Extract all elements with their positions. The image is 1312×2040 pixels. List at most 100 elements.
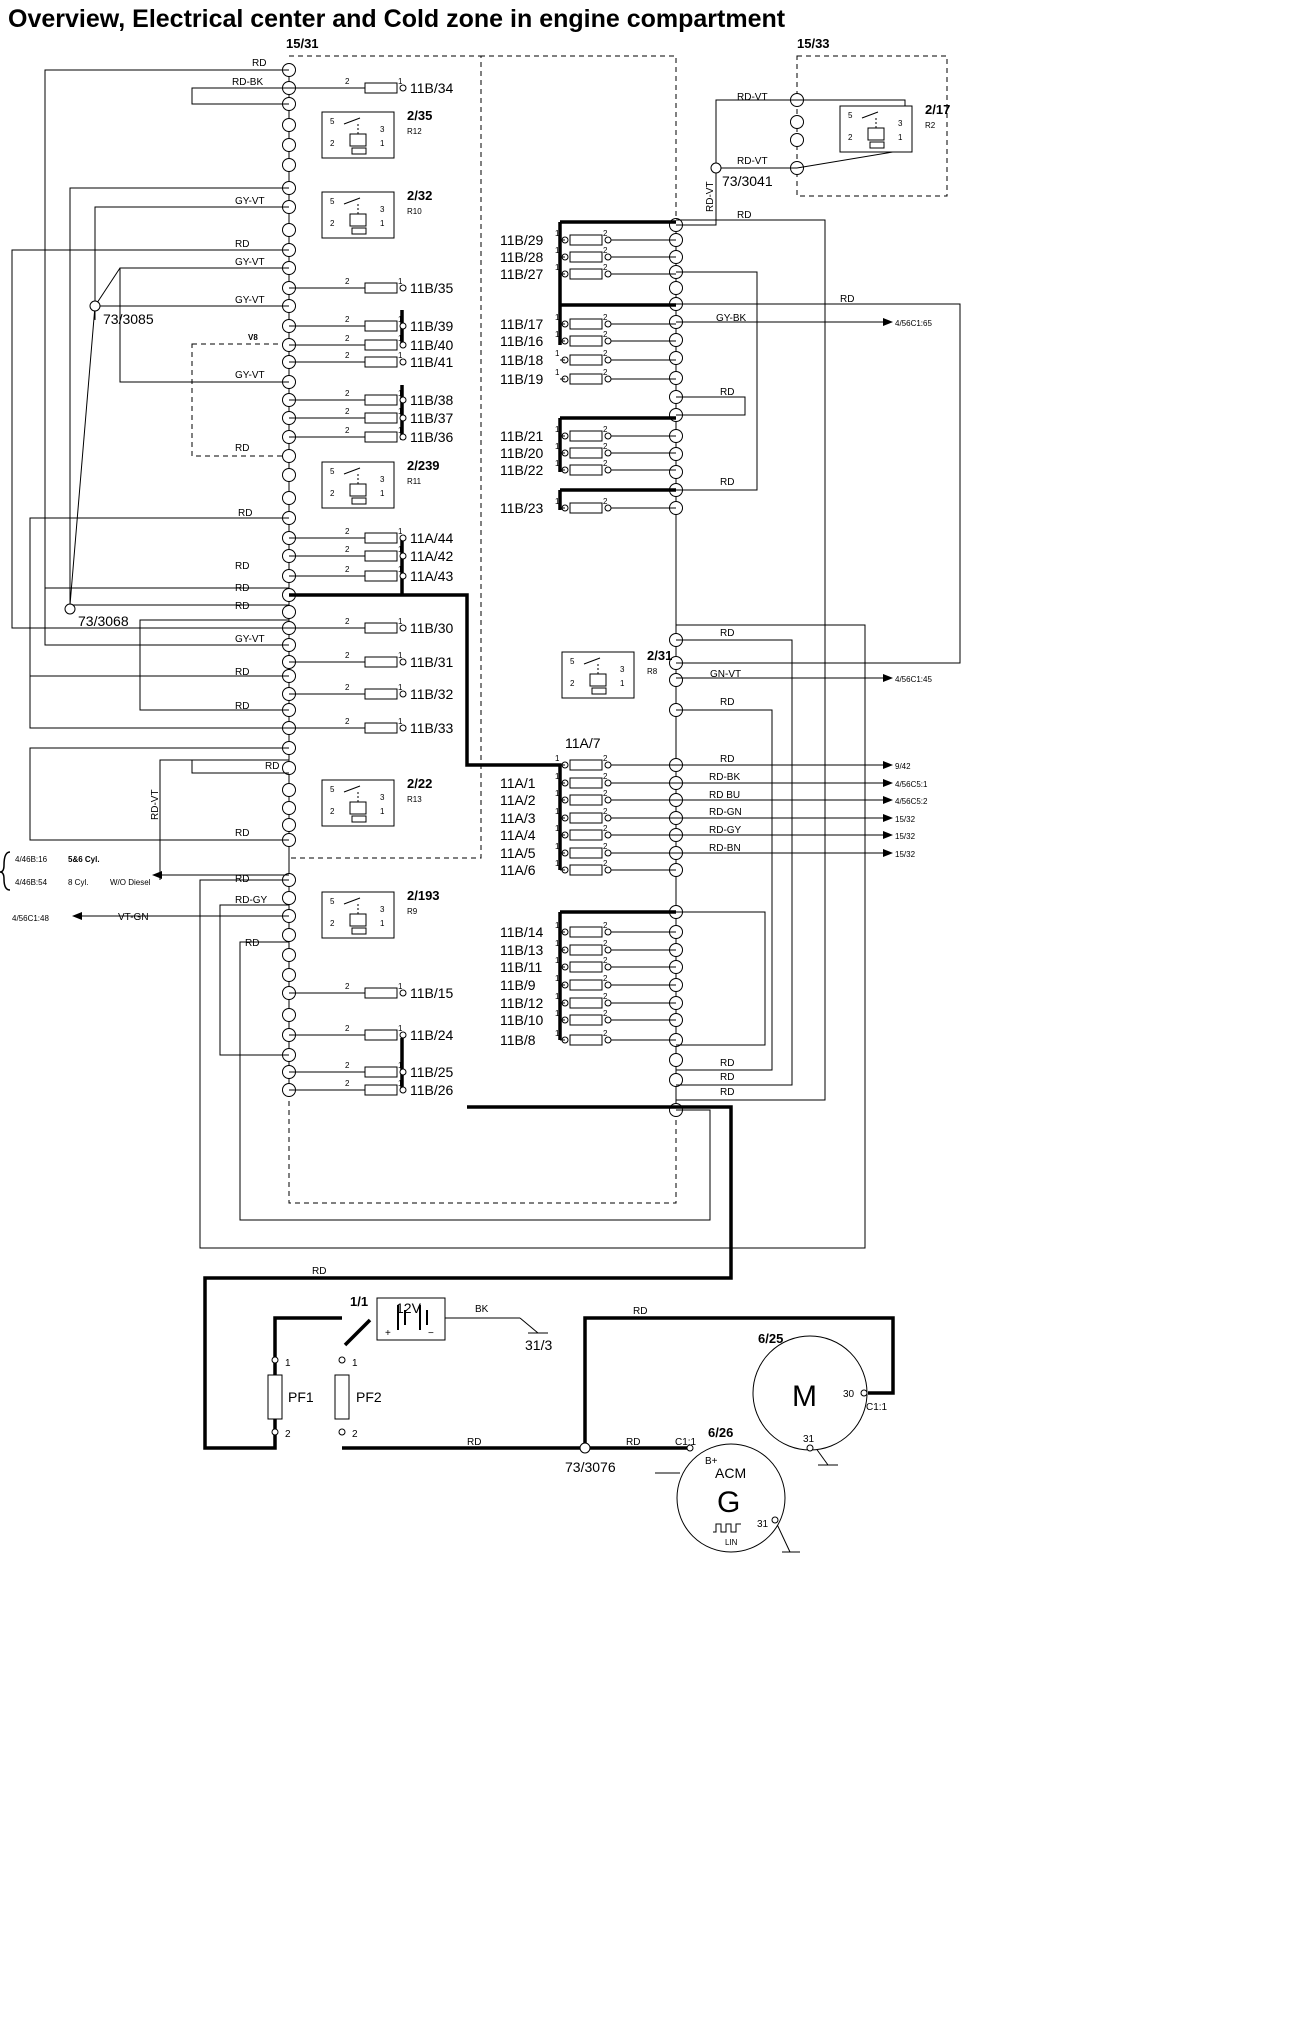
center-15-33-label: 15/33 xyxy=(797,36,830,51)
wire-label-rd: RD xyxy=(720,477,734,488)
fuse-symbol xyxy=(569,464,603,476)
fuse-label: 11B/27 xyxy=(500,266,544,282)
fuse-symbol xyxy=(364,431,398,443)
relay-pin-label: 1 xyxy=(380,489,385,498)
relay-r-label: R12 xyxy=(407,127,422,136)
fuse-pin-label: 2 xyxy=(345,1079,350,1088)
fuse-label: 11B/37 xyxy=(410,410,454,426)
motor-6-25: 6/25 M 30 C1:1 31 xyxy=(752,1331,888,1466)
connector-15-32: 15/32 xyxy=(895,850,916,859)
fuse-symbol xyxy=(569,447,603,459)
motor-symbol: M xyxy=(792,1380,817,1413)
fuse-label: 11B/19 xyxy=(500,371,544,387)
relay-r-label: R11 xyxy=(407,477,422,486)
wire-label-wo-diesel: W/O Diesel xyxy=(110,878,151,887)
fuse-symbol xyxy=(569,1014,603,1026)
battery-1-1: 1/1 12V + − 31/3 xyxy=(350,1294,552,1353)
alternator-6-26: 6/26 ACM G B+ C1:1 31 LIN xyxy=(655,1425,800,1553)
relay-pin-label: 2 xyxy=(330,139,335,148)
fuse-pin-label: 2 xyxy=(345,527,350,536)
fuse-symbol xyxy=(569,430,603,442)
fuse-symbol xyxy=(569,251,603,263)
fuse-label: 11B/16 xyxy=(500,333,544,349)
fuse-symbol xyxy=(364,550,398,562)
fuse-label: 11B/15 xyxy=(410,985,454,1001)
left-wire-labels: RD RD-BK GY-VT RD GY-VT GY-VT V8 GY-VT R… xyxy=(110,58,716,949)
fuse-label: 11B/33 xyxy=(410,720,454,736)
right-wire-labels: RD-VT RD-VT RD RD GY-BK RD RD RD GN-VT R… xyxy=(312,92,854,1448)
connector-pin xyxy=(282,891,296,905)
fuse-symbol xyxy=(569,847,603,859)
fuse-pin-label: 2 xyxy=(603,246,608,255)
relay-pin-label: 2 xyxy=(570,679,575,688)
fuse-pin-label: 2 xyxy=(345,565,350,574)
fuse-pin-label: 2 xyxy=(603,824,608,833)
fuse-pin-label: 2 xyxy=(603,349,608,358)
battery-id: 1/1 xyxy=(350,1294,368,1309)
fuse-pin-label: 2 xyxy=(603,789,608,798)
relay-pin-label: 3 xyxy=(380,205,385,214)
relay-pin-label: 5 xyxy=(330,785,335,794)
arrowheads xyxy=(72,318,893,920)
wire-label-gy-bk: GY-BK xyxy=(716,313,747,324)
wire-label-gy-vt: GY-VT xyxy=(235,634,265,645)
fuse-label: 11A/42 xyxy=(410,548,454,564)
connector-pin xyxy=(669,465,683,479)
connector-15-32: 15/32 xyxy=(895,832,916,841)
connector-pin xyxy=(282,158,296,172)
fuse-pin-label: 1 xyxy=(398,1079,403,1088)
wire-label-rd-vt: RD-VT xyxy=(705,181,716,212)
fuse-pin-label: 1 xyxy=(398,351,403,360)
fuse-pin-label: 1 xyxy=(555,229,560,238)
pin-label: 2 xyxy=(285,1429,291,1440)
relay-r-label: R13 xyxy=(407,795,422,804)
fuse-pin-label: 2 xyxy=(603,1009,608,1018)
connector-pin xyxy=(669,371,683,385)
fuse-pin-label: 2 xyxy=(603,1029,608,1038)
fuse-11a-7-label: 11A/7 xyxy=(565,735,601,751)
fuse-pin-label: 1 xyxy=(555,859,560,868)
fuse-symbol xyxy=(569,373,603,385)
connector-15-32: 15/32 xyxy=(895,815,916,824)
connector-pin xyxy=(669,333,683,347)
battery-voltage: 12V xyxy=(396,1300,422,1316)
fuse-pin-label: 2 xyxy=(345,1024,350,1033)
motor-pin-31: 31 xyxy=(803,1434,815,1445)
relay-pin-label: 5 xyxy=(330,117,335,126)
fuse-label: 11B/41 xyxy=(410,354,454,370)
connector-pin xyxy=(282,801,296,815)
fuse-label: 11B/14 xyxy=(500,924,544,940)
fuse-pin-label: 2 xyxy=(603,442,608,451)
fuse-label: 11B/17 xyxy=(500,316,544,332)
fuse-label: 11B/11 xyxy=(500,959,543,975)
fuse-pin-label: 2 xyxy=(603,842,608,851)
wire-label-rd: RD xyxy=(245,938,259,949)
wire-label-gy-vt: GY-VT xyxy=(235,196,265,207)
connector-pin xyxy=(282,968,296,982)
wire-label-rd: RD xyxy=(252,58,266,69)
fuse-pin-label: 2 xyxy=(603,263,608,272)
fuse-symbol xyxy=(364,356,398,368)
relay-pin-label: 3 xyxy=(380,125,385,134)
fuse-pin-label: 2 xyxy=(603,859,608,868)
wire-label-v8: V8 xyxy=(248,333,258,342)
wire-label-rd: RD xyxy=(235,239,249,250)
fuse-pin-label: 1 xyxy=(555,992,560,1001)
connector-pin xyxy=(282,468,296,482)
fuse-pin-label: 2 xyxy=(345,407,350,416)
fuse-label: 11B/24 xyxy=(410,1027,454,1043)
ground-31-3: 31/3 xyxy=(525,1337,552,1353)
wire-label-rd: RD xyxy=(235,874,249,885)
fuse-label: 11B/13 xyxy=(500,942,544,958)
wire-label-rd-bu: RD BU xyxy=(709,790,740,801)
fuse-pin-label: 1 xyxy=(398,617,403,626)
fuse-label: 11B/29 xyxy=(500,232,544,248)
wire-label-rd: RD xyxy=(235,443,249,454)
fuse-symbol xyxy=(569,268,603,280)
fuse-pin-label: 1 xyxy=(398,683,403,692)
fuse-symbol xyxy=(569,335,603,347)
connector-pin xyxy=(669,447,683,461)
fuse-pin-label: 1 xyxy=(555,263,560,272)
wire-label-rd: RD xyxy=(633,1306,647,1317)
